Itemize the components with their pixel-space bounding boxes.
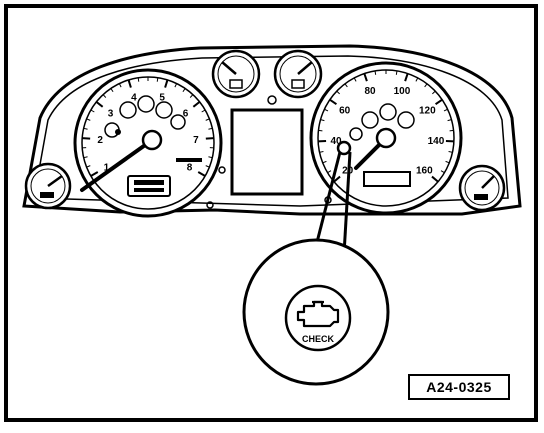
scale-label: 7 (193, 135, 199, 146)
scale-label: 8 (187, 163, 193, 174)
fuel-gauge (275, 51, 321, 97)
check-label: CHECK (302, 334, 335, 344)
minor-tick (157, 78, 158, 82)
mounting-hole (219, 167, 225, 173)
scale-label: 2 (97, 135, 103, 146)
major-tick (206, 138, 214, 139)
figure-reference-code: A24-0325 (408, 374, 510, 400)
major-tick (82, 138, 90, 139)
scale-label: 40 (330, 136, 342, 147)
odometer-digits (134, 188, 164, 192)
left-auxiliary-gauge (26, 164, 70, 208)
detail-magnifier: CHECK (244, 240, 388, 384)
minor-tick (396, 71, 397, 75)
odometer-digits (134, 180, 164, 185)
scale-label: 160 (416, 166, 433, 177)
tachometer-hub (143, 131, 161, 149)
right-auxiliary-gauge (460, 166, 504, 210)
scale-label: 100 (394, 86, 411, 97)
trip-display (364, 172, 410, 186)
scale-label: 140 (428, 136, 445, 147)
driver-info-display (232, 110, 302, 194)
speedometer-hub (377, 129, 395, 147)
scale-label: 120 (419, 105, 436, 116)
odometer-display (128, 176, 170, 196)
scale-label: 3 (108, 109, 114, 120)
coolant-temperature-gauge (213, 51, 259, 97)
scale-label: 4 (131, 93, 137, 104)
scale-label: 60 (339, 105, 351, 116)
warning-lamp-dot (115, 129, 121, 135)
scale-label: 80 (365, 86, 377, 97)
speedometer: 20406080100120140160 (311, 63, 461, 213)
minor-tick (375, 71, 376, 75)
mounting-hole (268, 96, 276, 104)
minor-tick (138, 78, 139, 82)
tachometer-marker (176, 158, 202, 162)
